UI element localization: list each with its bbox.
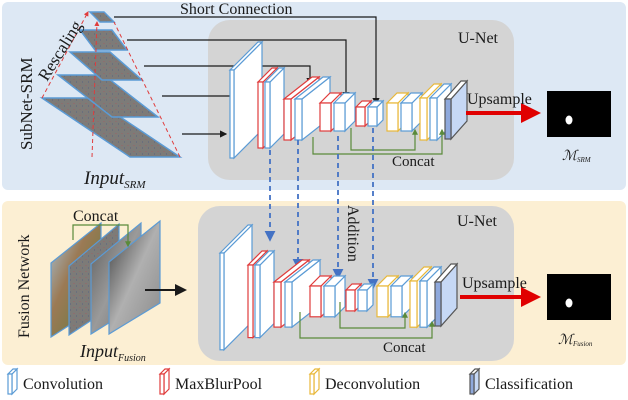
input-concat-bracket	[72, 224, 131, 248]
legend-item-maxblurpool: MaxBlurPool	[158, 367, 263, 396]
output-fusion-mask	[547, 274, 611, 320]
concat-top-label: Concat	[392, 154, 435, 170]
legend-label-classification: Classification	[485, 376, 573, 393]
unet-bottom-layers	[218, 223, 459, 352]
legend-label-deconvolution: Deconvolution	[325, 376, 420, 393]
maxblurpool-legend-icon	[158, 367, 171, 396]
unet-top-label: U-Net	[458, 30, 499, 47]
classification-layer	[433, 262, 459, 328]
output-fusion-label: ℳFusion	[558, 333, 593, 348]
unet-top-layers	[228, 40, 469, 160]
convolution-layer	[263, 66, 286, 150]
convolution-layer	[218, 223, 254, 352]
bottom-concat-lines	[299, 302, 435, 339]
convolution-layer	[389, 274, 414, 319]
legend-item-deconvolution: Deconvolution	[308, 367, 420, 396]
output-srm-mask	[547, 91, 611, 137]
convolution-layer	[332, 91, 357, 133]
convolution-layer	[366, 99, 385, 128]
output-srm-blob	[565, 115, 573, 125]
convolution-layer	[322, 274, 347, 319]
convolution-layer	[228, 40, 264, 160]
classification-layer	[443, 79, 469, 141]
legend-label-convolution: Convolution	[23, 376, 103, 393]
top-concat-lines	[312, 128, 445, 155]
classification-legend-icon	[468, 367, 481, 396]
legend: Convolution MaxBlurPool Deconvolution Class…	[6, 367, 573, 396]
unet-bottom-label: U-Net	[457, 213, 498, 230]
output-srm-label: ℳSRM	[562, 149, 592, 164]
subnet-srm-label: SubNet-SRM	[17, 57, 36, 150]
output-fusion-blob	[565, 298, 573, 308]
deconvolution-legend-icon	[308, 367, 321, 396]
input-concat-label: Concat	[73, 208, 119, 225]
short-connection-label: Short Connection	[180, 1, 292, 18]
legend-item-classification: Classification	[468, 367, 573, 396]
legend-label-maxblurpool: MaxBlurPool	[175, 376, 263, 393]
convolution-layer	[293, 75, 332, 142]
convolution-layer	[253, 249, 276, 340]
input-fusion-stack	[50, 219, 161, 339]
convolution-layer	[356, 282, 375, 313]
fusion-network-label: Fusion Network	[16, 234, 33, 338]
input-srm-label: InputSRM	[83, 168, 146, 191]
upsample-top-label: Upsample	[467, 91, 532, 108]
legend-item-convolution: Convolution	[6, 367, 103, 396]
addition-connections	[264, 128, 379, 290]
input-fusion-label: InputFusion	[79, 341, 146, 364]
input-srm-pyramid	[39, 11, 183, 158]
upsample-bottom-label: Upsample	[462, 275, 527, 292]
concat-bottom-label: Concat	[383, 340, 426, 356]
addition-label: Addition	[344, 205, 361, 262]
convolution-legend-icon	[6, 367, 19, 396]
